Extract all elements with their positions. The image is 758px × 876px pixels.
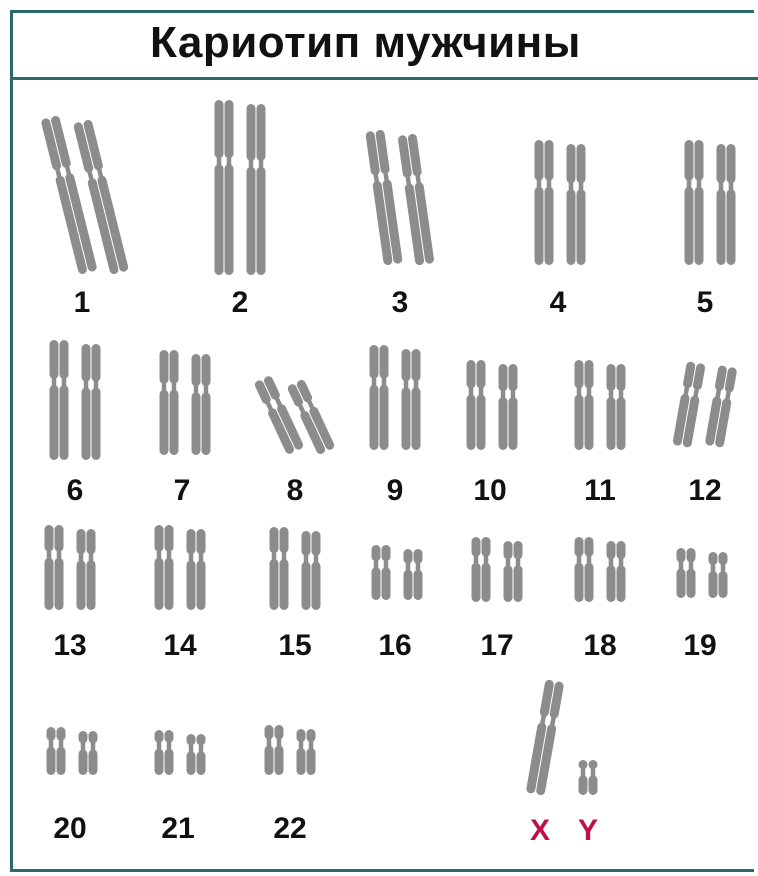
chromosome-16-b [404, 549, 423, 600]
chromosome-17-a [472, 537, 491, 602]
chromosome-pair-21 [155, 730, 206, 775]
chromosome-4-b [567, 144, 586, 265]
chromosome-pair-22 [265, 725, 316, 775]
chromosome-20-a [47, 727, 66, 775]
sex-chromosome-label-y: Y [578, 814, 598, 847]
pair-number-3: 3 [392, 286, 409, 319]
chromosome-2-b [247, 104, 266, 275]
chromosome-pair-4 [535, 140, 586, 265]
pair-number-7: 7 [174, 474, 191, 507]
pair-number-12: 12 [688, 474, 721, 507]
chromosome-14-a [155, 525, 174, 610]
pair-number-9: 9 [387, 474, 404, 507]
chromosome-pair-5 [685, 140, 736, 265]
chromosome-pair-6 [50, 340, 101, 460]
chromosome-3-a [365, 129, 403, 265]
chromosome-pair-15 [270, 527, 321, 610]
chromosome-pair-14 [155, 525, 206, 610]
sex-chromosome-label-x: X [530, 814, 550, 847]
chromosome-13-a [45, 525, 64, 610]
pair-number-15: 15 [278, 629, 311, 662]
chromosome-22-a [265, 725, 284, 775]
chromosome-5-a [685, 140, 704, 265]
chromosome-pair-7 [160, 350, 211, 455]
chromosome-5-b [717, 144, 736, 265]
chromosome-pair-11 [575, 360, 626, 450]
chromosome-9-a [370, 345, 389, 450]
chromosome-15-b [302, 531, 321, 610]
chromosome-pair-17 [472, 537, 523, 602]
chromosome-11-b [607, 364, 626, 450]
chromosome-8-a [253, 375, 304, 456]
pair-number-13: 13 [53, 629, 86, 662]
chromosome-pair-18 [575, 537, 626, 602]
chromosome-13-b [77, 529, 96, 610]
chromosome-pair-20 [47, 727, 98, 775]
chromosome-12-a [672, 361, 705, 448]
chromosome-pair-1 [40, 115, 129, 275]
pair-number-6: 6 [67, 474, 84, 507]
chromosome-pair-8 [253, 375, 335, 456]
pair-number-8: 8 [287, 474, 304, 507]
pair-number-11: 11 [584, 474, 616, 507]
chromosome-6-b [82, 344, 101, 460]
chromosome-18-b [607, 541, 626, 602]
chromosome-pair-19 [677, 548, 728, 598]
chromosome-pair-13 [45, 525, 96, 610]
pair-number-20: 20 [53, 812, 86, 845]
pair-number-16: 16 [378, 629, 411, 662]
chromosome-6-a [50, 340, 69, 460]
pair-number-1: 1 [74, 286, 91, 319]
chromosome-17-b [504, 541, 523, 602]
pair-number-2: 2 [232, 286, 249, 319]
chromosome-pair-16 [372, 545, 423, 600]
chromosome-7-a [160, 350, 179, 455]
chromosome-7-b [192, 354, 211, 455]
pair-number-5: 5 [697, 286, 714, 319]
chromosome-19-b [709, 552, 728, 598]
pair-number-4: 4 [550, 286, 567, 319]
pair-number-19: 19 [683, 629, 716, 662]
sex-chromosome-x [526, 679, 565, 796]
chromosome-21-a [155, 730, 174, 775]
chromosome-pair-3 [365, 129, 434, 265]
chromosome-12-b [705, 365, 738, 448]
pair-number-14: 14 [163, 629, 197, 662]
sex-chromosome-y [579, 760, 598, 795]
chromosome-21-b [187, 734, 206, 775]
chromosome-pair-9 [370, 345, 421, 450]
chromosome-14-b [187, 529, 206, 610]
chromosome-9-b [402, 349, 421, 450]
pair-number-21: 21 [161, 812, 194, 845]
chromosome-4-a [535, 140, 554, 265]
chromosome-2-a [215, 100, 234, 275]
chromosome-10-a [467, 360, 486, 450]
chromosome-pair-12 [672, 361, 737, 448]
chromosome-16-a [372, 545, 391, 600]
chromosome-11-a [575, 360, 594, 450]
pair-number-17: 17 [480, 629, 513, 662]
chromosome-pair-10 [467, 360, 518, 450]
pair-number-22: 22 [273, 812, 306, 845]
chromosome-pair-2 [215, 100, 266, 275]
chromosome-15-a [270, 527, 289, 610]
chromosome-10-b [499, 364, 518, 450]
pair-number-18: 18 [583, 629, 616, 662]
chromosome-20-b [79, 731, 98, 775]
chromosome-22-b [297, 729, 316, 775]
chromosome-18-a [575, 537, 594, 602]
chromosome-3-b [397, 133, 434, 265]
pair-number-10: 10 [473, 474, 506, 507]
chromosome-19-a [677, 548, 696, 598]
